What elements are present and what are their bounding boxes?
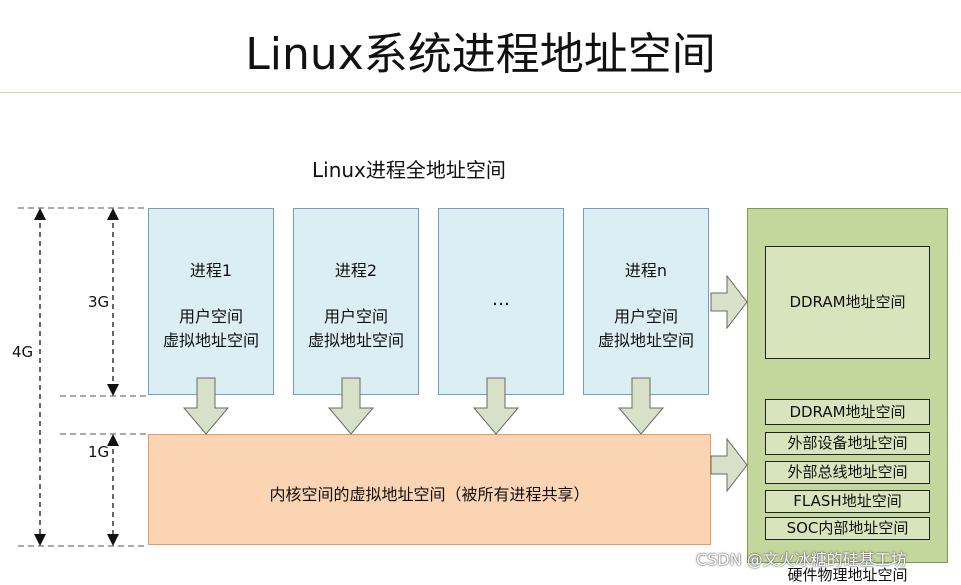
hw-item-external-bus: 外部总线地址空间 xyxy=(765,461,930,484)
process-space-label: 用户空间 xyxy=(178,307,243,326)
arrow-down-process-n xyxy=(617,377,665,435)
hw-ddram-main: DDRAM地址空间 xyxy=(765,246,930,359)
hw-item-ddram: DDRAM地址空间 xyxy=(765,399,930,425)
process-name: 进程n xyxy=(624,261,668,280)
dimension-1g-label: 1G xyxy=(88,443,110,461)
arrow-down-process-ellipsis xyxy=(472,377,520,435)
watermark-text: CSDN @文火冰糖的硅基工坊 xyxy=(696,550,907,569)
process-space-label: 用户空间 xyxy=(613,307,678,326)
hw-item-soc: SOC内部地址空间 xyxy=(765,517,930,540)
dimension-4g-label: 4G xyxy=(12,343,34,361)
hardware-physical-box: DDRAM地址空间 DDRAM地址空间 外部设备地址空间 外部总线地址空间 FL… xyxy=(747,208,948,584)
process-ellipsis: … xyxy=(492,289,510,310)
page-title: Linux系统进程地址空间 xyxy=(245,29,716,80)
process-virtual-label: 虚拟地址空间 xyxy=(307,331,404,350)
hw-item-flash: FLASH地址空间 xyxy=(765,490,930,513)
process-name: 进程1 xyxy=(189,261,233,280)
process-name: 进程2 xyxy=(334,261,378,280)
process-box-1: 进程1 用户空间 虚拟地址空间 xyxy=(148,208,274,395)
dimension-3g-label: 3G xyxy=(88,293,110,311)
dimension-4g-arrow-bottom xyxy=(34,534,46,546)
arrow-right-user-to-hw xyxy=(710,274,748,330)
arrow-down-process-1 xyxy=(182,377,230,435)
diagram-title: Linux进程全地址空间 xyxy=(312,158,506,182)
process-virtual-label: 虚拟地址空间 xyxy=(597,331,694,350)
process-box-2: 进程2 用户空间 虚拟地址空间 xyxy=(293,208,419,395)
kernel-space-box: 内核空间的虚拟地址空间（被所有进程共享） xyxy=(148,434,711,545)
dimension-4g-arrow-top xyxy=(34,208,46,220)
dimension-1g-arrow-top xyxy=(107,434,119,446)
title-divider xyxy=(0,92,961,93)
arrow-right-kernel-to-hw xyxy=(710,437,748,493)
arrow-down-process-2 xyxy=(327,377,375,435)
process-virtual-label: 虚拟地址空间 xyxy=(162,331,259,350)
kernel-space-label: 内核空间的虚拟地址空间（被所有进程共享） xyxy=(269,485,590,504)
process-space-label: 用户空间 xyxy=(323,307,388,326)
dimension-3g-arrow-top xyxy=(107,208,119,220)
hw-item-external-device: 外部设备地址空间 xyxy=(765,432,930,455)
dimension-3g-arrow-bottom xyxy=(107,384,119,396)
process-box-n: 进程n 用户空间 虚拟地址空间 xyxy=(583,208,709,395)
dimension-1g-arrow-bottom xyxy=(107,534,119,546)
